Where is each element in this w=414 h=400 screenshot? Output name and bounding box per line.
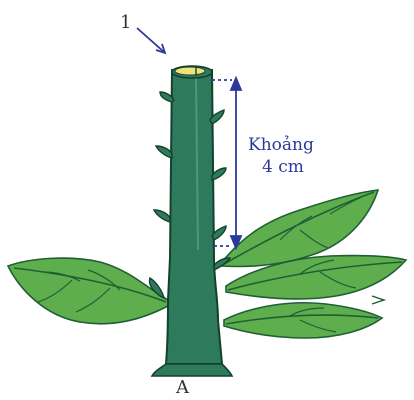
left-leaf: [8, 258, 168, 324]
cut-surface: [172, 66, 212, 78]
measure-label-line2: 4 cm: [262, 157, 304, 177]
right-lower-leaf: [224, 296, 384, 338]
measurement-line: [212, 78, 241, 248]
panel-label: A: [175, 377, 190, 398]
callout-arrow: [137, 28, 165, 53]
callout-number: 1: [120, 12, 131, 33]
measure-label-line1: Khoảng: [248, 135, 314, 155]
